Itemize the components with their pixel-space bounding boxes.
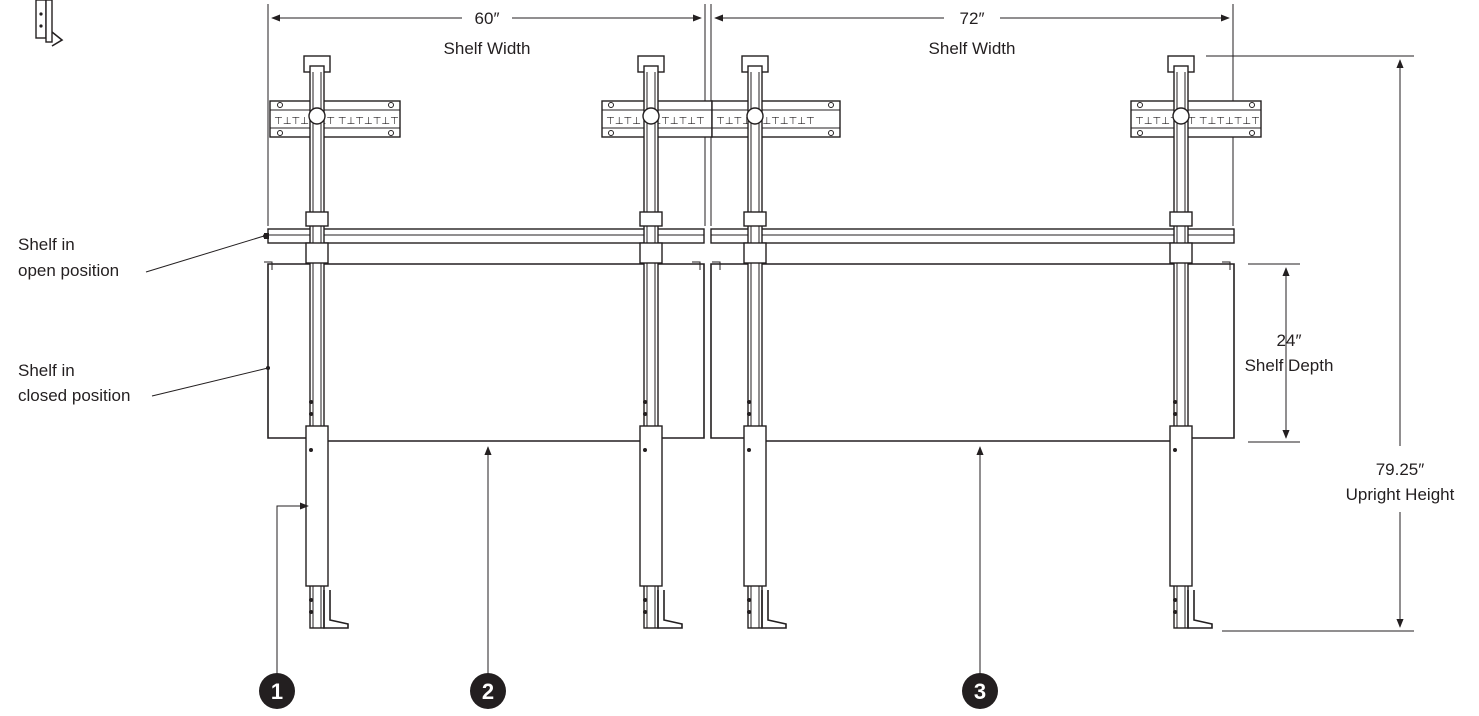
open-position-label-line2: open position (18, 261, 119, 280)
open-position-label-line1: Shelf in (18, 235, 75, 254)
open-shelves (264, 228, 1235, 244)
height-value: 79.25″ (1376, 460, 1425, 479)
upright-height-dimension (1206, 55, 1414, 632)
badge-2-number: 2 (482, 679, 494, 704)
upright (637, 55, 683, 629)
wall-bracket: ⊤⊥⊤⊥⊤⊥⊤ ⊤⊥⊤⊥⊤⊥⊤ (1130, 100, 1262, 138)
closed-position-leader (151, 366, 270, 397)
upright (1167, 55, 1213, 629)
wall-brackets: ⊤⊥⊤⊥⊤⊥⊤ ⊤⊥⊤⊥⊤⊥⊤ ⊤⊥⊤⊥ ⊤⊥⊤⊥⊤⊥⊤ ⊤⊥⊤⊥ ⊤⊥⊤⊥⊤⊥… (269, 100, 1262, 138)
closed-position-label-line1: Shelf in (18, 361, 75, 380)
svg-text:⊤⊥⊤⊥ ⊤⊥⊤⊥⊤⊥⊤: ⊤⊥⊤⊥ ⊤⊥⊤⊥⊤⊥⊤ (716, 116, 815, 127)
wall-bracket: ⊤⊥⊤⊥⊤⊥⊤ ⊤⊥⊤⊥⊤⊥⊤ (269, 100, 401, 138)
badge-1-number: 1 (271, 679, 283, 704)
left-width-value: 60″ (475, 9, 500, 28)
upright (303, 55, 349, 629)
depth-label: Shelf Depth (1245, 356, 1334, 375)
wall-bracket: ⊤⊥⊤⊥ ⊤⊥⊤⊥⊤⊥⊤ (711, 100, 841, 138)
svg-text:⊤⊥⊤⊥⊤⊥⊤ ⊤⊥⊤⊥⊤⊥⊤: ⊤⊥⊤⊥⊤⊥⊤ ⊤⊥⊤⊥⊤⊥⊤ (1135, 116, 1260, 127)
depth-value: 24″ (1277, 331, 1302, 350)
partial-upright-thumbnail (35, 0, 64, 47)
height-label: Upright Height (1346, 485, 1455, 504)
uprights (303, 55, 1213, 629)
open-position-leader (145, 234, 267, 273)
badge-1: 1 (259, 673, 295, 709)
shelf-depth-dimension (1248, 263, 1300, 443)
upright (741, 55, 787, 629)
left-width-label: Shelf Width (444, 39, 531, 58)
badge-3: 3 (962, 673, 998, 709)
left-shelf-width-dimension (267, 4, 706, 226)
right-width-value: 72″ (960, 9, 985, 28)
right-width-label: Shelf Width (929, 39, 1016, 58)
badge-2: 2 (470, 673, 506, 709)
badge-leaders (276, 446, 984, 675)
svg-text:⊤⊥⊤⊥⊤⊥⊤ ⊤⊥⊤⊥⊤⊥⊤: ⊤⊥⊤⊥⊤⊥⊤ ⊤⊥⊤⊥⊤⊥⊤ (274, 116, 399, 127)
closed-position-label-line2: closed position (18, 386, 130, 405)
badge-3-number: 3 (974, 679, 986, 704)
